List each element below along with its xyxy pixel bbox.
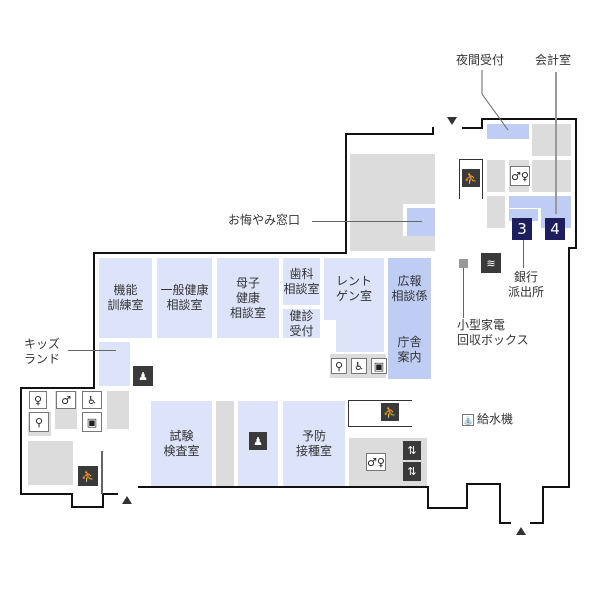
escalator-frame: [459, 159, 482, 160]
wall: [432, 127, 434, 135]
escalator-frame: [482, 159, 483, 199]
wall: [20, 387, 22, 495]
wall: [93, 252, 347, 254]
room-rentogen[interactable]: レント ゲン室: [324, 258, 384, 320]
leader-line: [523, 240, 524, 268]
wall: [466, 483, 468, 509]
escalator-icon: ⛹: [462, 169, 480, 187]
room-chosha-annai[interactable]: 庁舎 案内: [388, 320, 431, 379]
wall: [481, 118, 577, 120]
label-kogata-kaden: 小型家電 回収ボックス: [457, 318, 529, 347]
escalator-frame: [348, 400, 412, 401]
wall: [575, 118, 577, 249]
entrance-arrow-icon: [122, 496, 132, 504]
escalator-icon: ⛹: [381, 403, 399, 421]
room-rentogen-extension: [336, 318, 384, 352]
room-koho-sodan[interactable]: 広報 相談係: [388, 258, 431, 320]
baby-changing-icon: ⚲: [331, 358, 347, 374]
wall: [499, 522, 511, 524]
nursing-room-icon: ♟: [249, 432, 267, 450]
label-kyusuiki: 給水機: [477, 412, 514, 426]
wheelchair-icon: ♿: [82, 391, 102, 409]
gray-area: [487, 196, 505, 228]
room-okuyami[interactable]: [407, 208, 435, 236]
label-kaikei: 会計室: [535, 53, 572, 67]
wifi-icon: ≋: [481, 253, 501, 273]
wall: [102, 493, 118, 495]
wall: [568, 247, 570, 488]
leader-line: [463, 268, 464, 318]
nursing-room-icon: ♟: [133, 366, 153, 386]
ostomate-icon: ▣: [371, 358, 387, 374]
ostomate-icon: ▣: [82, 412, 102, 432]
wall: [102, 493, 104, 508]
water-fountain-icon: ⛲: [462, 414, 474, 426]
wall: [462, 127, 483, 129]
escalator-frame: [459, 159, 460, 199]
room-kids-land[interactable]: [99, 342, 130, 386]
restroom-icon: ♂♀: [510, 166, 530, 186]
escalator-frame: [348, 400, 349, 427]
wall: [71, 493, 73, 507]
entrance-arrow-icon: [447, 117, 457, 125]
gray-area: [107, 391, 129, 429]
room-yakan-uketsuke[interactable]: [487, 124, 529, 139]
wall: [138, 486, 428, 488]
wall: [542, 486, 544, 524]
wall: [427, 507, 467, 509]
room-boshi-kenko[interactable]: 母子 健康 相談室: [217, 258, 279, 338]
restroom-icon: ♂♀: [366, 453, 386, 471]
divider: [101, 451, 103, 494]
gray-area: [487, 160, 505, 192]
gray-area: [532, 160, 571, 192]
wall: [499, 483, 501, 523]
label-okuyami: お悔やみ窓口: [228, 213, 301, 227]
room-kino-kunren[interactable]: 機能 訓練室: [99, 258, 152, 338]
counter-number-3: 3: [512, 218, 532, 240]
wheelchair-icon: ♿: [351, 358, 367, 374]
elevator-icon: ⇅: [403, 441, 421, 460]
wall: [345, 133, 347, 253]
room-yobo-sesshu[interactable]: 予防 接種室: [283, 401, 345, 486]
wall: [568, 247, 576, 249]
gray-area: [350, 154, 435, 251]
leader-line: [312, 221, 422, 222]
label-yakan-uketsuke: 夜間受付: [456, 53, 505, 67]
wall: [530, 522, 543, 524]
gray-area: [216, 401, 234, 486]
wall: [71, 506, 103, 508]
gray-area: [532, 124, 571, 156]
male-restroom-icon: ♂: [56, 391, 76, 409]
wall: [93, 252, 95, 388]
wall: [20, 493, 72, 495]
leader-line: [555, 72, 557, 214]
wall: [481, 118, 483, 128]
wall: [345, 133, 434, 135]
room-shiken-kensa[interactable]: 試験 検査室: [151, 401, 212, 486]
wall: [20, 387, 95, 389]
leader-line: [481, 70, 509, 131]
elevator-icon: ⇅: [403, 462, 421, 481]
room-kaikei[interactable]: [509, 196, 571, 208]
gray-area: [28, 441, 73, 485]
counter-number-4: 4: [545, 218, 565, 240]
room-ippan-kenko[interactable]: 一般健康 相談室: [157, 258, 212, 338]
leader-line: [68, 350, 116, 351]
wall: [466, 483, 500, 485]
entrance-arrow-icon: [516, 527, 526, 535]
escalator-frame: [348, 426, 412, 427]
wall: [427, 486, 429, 508]
label-kids-land: キッズ ランド: [24, 337, 61, 366]
escalator-icon: ⛹: [78, 466, 98, 486]
recycle-box-marker: [459, 259, 468, 268]
wall: [542, 486, 570, 488]
label-ginko: 銀行 派出所: [508, 270, 545, 299]
baby-changing-icon: ⚲: [29, 412, 49, 432]
room-shika[interactable]: 歯科 相談室: [283, 258, 320, 305]
room-kenshin-uketsuke[interactable]: 健診 受付: [283, 309, 320, 338]
female-restroom-icon: ♀: [29, 391, 47, 409]
